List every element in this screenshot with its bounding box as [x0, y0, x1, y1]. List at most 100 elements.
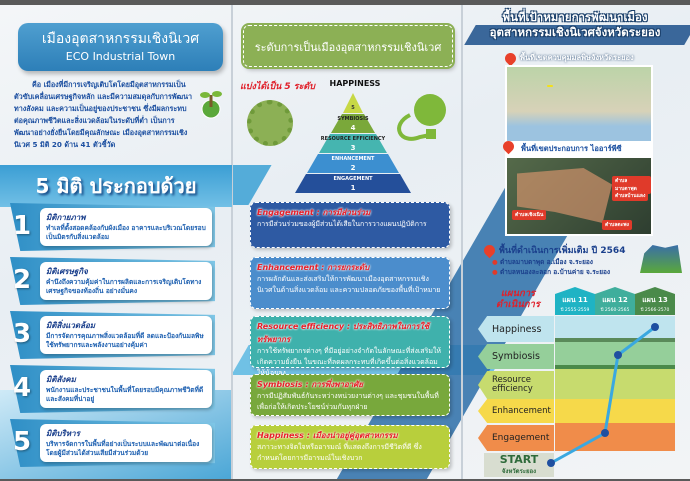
area2-label: พื้นที่เขตประกอบการ ไออาร์พีซี	[500, 138, 653, 156]
pyramid-level-4	[331, 114, 375, 133]
divider	[231, 5, 233, 479]
levels-pyramid	[293, 93, 413, 193]
dimension-number: 3	[12, 319, 32, 349]
band-engagement	[555, 423, 675, 451]
level-title: Resource efficiency : ประสิทธิภาพในการใช…	[257, 322, 429, 344]
level-text: การใช้ทรัพยากรต่างๆ ที่มีอยู่อย่างจำกัดใ…	[257, 347, 441, 377]
level-text: การมีส่วนร่วมของผู้มีส่วนได้เสียในการวาง…	[257, 220, 427, 228]
level-title: Engagement : การมีส่วนร่วม	[257, 208, 371, 217]
level-card-enhancement: Enhancement : การยกระดับการผลักดันและส่ง…	[250, 257, 450, 309]
plan-name: แผน 11	[562, 296, 588, 304]
dimension-text: คำนึงถึงความคุ้มค่าในการผลิตและการเจริญเ…	[46, 278, 202, 295]
level-text: สภาวะทางจิตใจหรืออารมณ์ ที่แสดงถึงการมีช…	[257, 443, 422, 462]
dimension-title: มิติกายภาพ	[46, 213, 86, 222]
progress-point	[614, 351, 622, 359]
area1-label: พื้นที่เขตควบคุมมลพิษจังหวัดระยอง	[502, 50, 634, 66]
plan-heading: แผนการ ดำเนินการ	[496, 288, 540, 310]
dimension-card: มิติสังคมพนักงานและประชาชนในพื้นที่โดยรอ…	[40, 370, 212, 408]
dimension-title: มิติสังคม	[46, 375, 76, 384]
plan-name: แผน 12	[602, 296, 628, 304]
start-sub: จังหวัดระยอง	[501, 468, 537, 475]
level-title: Enhancement : การยกระดับ	[257, 263, 370, 272]
dimension-card: มิติสิ่งแวดล้อมมีการจัดการคุณภาพสิ่งแวดล…	[40, 316, 212, 354]
map-tag: ตำบลมาบตาพุด	[612, 176, 651, 194]
plan-years: ปี 2560-2565	[600, 308, 630, 313]
divider	[461, 5, 463, 479]
level-card-happiness: Happiness : เมืองน่าอยู่คู่อุตสาหกรรมสภา…	[250, 425, 450, 469]
plan-heading-1: แผนการ	[500, 288, 536, 299]
dimension-text: บริหารจัดการในพื้นที่อย่างเป็นระบบและพัฒ…	[46, 440, 200, 457]
area3-list: ● ตำบลมาบตาพุด อ.เมือง จ.ระยอง ● ตำบลหนอ…	[492, 257, 610, 277]
map-tag: ตำบลบ้านแลง	[612, 191, 649, 201]
map-tag: ตำบลเชิงเนิน	[512, 210, 547, 220]
level-text: การมีปฏิสัมพันธ์กันระหว่างหน่วยงานต่างๆ …	[257, 392, 439, 411]
progress-point	[601, 429, 609, 437]
level-title: Happiness : เมืองน่าอยู่คู่อุตสาหกรรม	[257, 431, 398, 440]
dimension-card: มิติบริหารบริหารจัดการในพื้นที่อย่างเป็น…	[40, 424, 212, 462]
row-label-engagement: Engagement	[478, 425, 554, 451]
pyramid-label: ENGAGEMENT	[333, 176, 373, 182]
target-title-line2: อุตสาหกรรมเชิงนิเวศจังหวัดระยอง	[489, 25, 661, 39]
pyramid-top-label: HAPPINESS	[329, 79, 381, 88]
dimension-title: มิติเศรษฐกิจ	[46, 267, 88, 276]
dimension-number: 1	[12, 211, 32, 241]
pyramid-level-5	[343, 93, 363, 113]
title-en: ECO Industrial Town	[65, 50, 176, 63]
area3-label-text: พื้นที่ดำเนินการเพิ่มเติม ปี 2564	[499, 246, 626, 256]
dimension-text: พนักงานและประชาชนในพื้นที่โดยรอบมีคุณภาพ…	[46, 386, 204, 403]
band-enhancement	[555, 399, 675, 423]
level-card-engagement: Engagement : การมีส่วนร่วมการมีส่วนร่วมข…	[250, 202, 450, 248]
area3-label: พื้นที่ดำเนินการเพิ่มเติม ปี 2564	[481, 242, 626, 259]
pyramid-label: SYMBIOSIS	[337, 116, 369, 122]
level-card-symbiosis: Symbiosis : การพึ่งพาอาศัยการมีปฏิสัมพัน…	[250, 374, 450, 416]
pyramid-level-1	[295, 174, 411, 193]
pyramid-level-2	[307, 154, 399, 173]
dimensions-header-band	[0, 165, 232, 207]
start-label: START	[499, 453, 539, 466]
target-title-line1: พื้นที่เป้าหมายการพัฒนาเมือง	[502, 10, 648, 24]
progress-line-chart	[547, 323, 659, 467]
tree-globe-icon	[197, 89, 225, 119]
progress-point	[547, 459, 555, 467]
pyramid-num: 5	[351, 105, 355, 111]
pyramid-num: 3	[350, 144, 356, 152]
infographic-page: เมืองอุตสาหกรรมเชิงนิเวศ ECO Industrial …	[0, 5, 690, 479]
plug-city-icon	[390, 85, 452, 145]
pollution-control-map[interactable]	[505, 65, 653, 143]
pyramid-num: 4	[350, 124, 356, 132]
pyramid-num: 2	[350, 164, 356, 172]
plan-heading-2: ดำเนินการ	[496, 299, 540, 310]
dimensions-heading: 5 มิติ ประกอบด้วย	[35, 174, 197, 198]
gear-windmill-icon	[247, 100, 293, 146]
dimension-title: มิติสิ่งแวดล้อม	[46, 321, 96, 330]
pyramid-level-3	[319, 134, 387, 153]
row-label-resource: Resource efficiency	[478, 371, 554, 399]
level-title: Symbiosis : การพึ่งพาอาศัย	[257, 380, 363, 389]
eco-town-title-banner: เมืองอุตสาหกรรมเชิงนิเวศ ECO Industrial …	[18, 23, 223, 71]
start-box: START จังหวัดระยอง	[484, 453, 554, 477]
plan-years: ปี 2555-2559	[560, 308, 590, 313]
dimension-text: มีการจัดการคุณภาพสิ่งแวดล้อมที่ดี ลดและป…	[46, 332, 204, 349]
row-label-happiness: Happiness	[478, 316, 554, 342]
irpc-map[interactable]: ตำบลมาบตาพุด ตำบลบ้านแลง ตำบลเชิงเนิน ตำ…	[505, 156, 653, 236]
level-text: การผลักดันและส่งเสริมให้การพัฒนาเมืองอุต…	[257, 275, 441, 294]
dimension-card: มิติเศรษฐกิจคำนึงถึงความคุ้มค่าในการผลิต…	[40, 262, 212, 300]
eco-town-description: คือ เมืองที่มีการเจริญเติบโตโดยมีอุตสาหก…	[14, 80, 193, 149]
pyramid-label: RESOURCE EFFICIENCY	[320, 136, 386, 142]
dimension-title: มิติบริหาร	[46, 429, 80, 438]
target-area-title: พื้นที่เป้าหมายการพัฒนาเมือง อุตสาหกรรมเ…	[470, 10, 680, 40]
row-label-enhancement: Enhancement	[478, 399, 554, 423]
dimension-text: ทำเลที่ตั้งสอดคล้องกับผังเมือง อาคารและบ…	[46, 224, 206, 241]
dimension-number: 2	[12, 265, 32, 295]
dimension-number: 4	[12, 373, 32, 403]
dimension-number: 5	[12, 427, 32, 457]
title-th: เมืองอุตสาหกรรมเชิงนิเวศ	[41, 31, 200, 47]
dimension-card: มิติกายภาพทำเลที่ตั้งสอดคล้องกับผังเมือง…	[40, 208, 212, 246]
map-tag: ตำบลตะพง	[602, 220, 632, 230]
plan-name: แผน 13	[642, 296, 668, 304]
area3-item: ● ตำบลมาบตาพุด อ.เมือง จ.ระยอง	[492, 258, 593, 266]
plan-years: ปี 2566-2570	[640, 308, 670, 313]
levels-title-banner: ระดับการเป็นเมืองอุตสาหกรรมเชิงนิเวศ	[241, 23, 455, 69]
row-label-symbiosis: Symbiosis	[478, 344, 554, 369]
area2-label-text: พื้นที่เขตประกอบการ ไออาร์พีซี	[521, 144, 622, 153]
